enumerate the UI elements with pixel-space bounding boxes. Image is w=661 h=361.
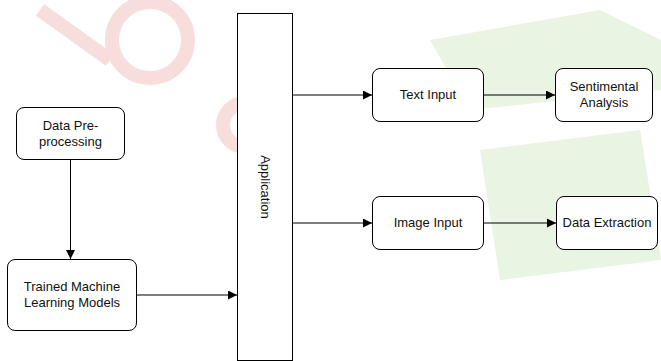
arrow-connector [137, 295, 237, 296]
watermark-wrench [40, 10, 110, 60]
application-bar: Application [237, 13, 293, 361]
node-label: Data Extraction [563, 215, 652, 231]
model-box: Trained Machine Learning Models [7, 259, 137, 331]
node-label: Application [257, 155, 273, 219]
process-box: Data Pre-processing [16, 107, 125, 160]
node-label: Data Pre-processing [22, 118, 119, 150]
node-label: Text Input [400, 87, 456, 103]
input-box: Text Input [372, 68, 484, 122]
arrow-connector [293, 223, 372, 224]
arrow-connector [484, 95, 555, 96]
arrow-connector [484, 223, 556, 224]
watermark-book [480, 130, 661, 280]
node-label: Sentimental Analysis [561, 79, 647, 111]
arrow-connector [70, 160, 71, 259]
output-box: Data Extraction [556, 196, 658, 250]
arrow-connector [293, 95, 372, 96]
node-label: Trained Machine Learning Models [13, 279, 131, 311]
output-box: Sentimental Analysis [555, 68, 653, 122]
input-box: Image Input [372, 196, 484, 250]
node-label: Image Input [394, 215, 463, 231]
watermark-gear [112, 2, 188, 78]
